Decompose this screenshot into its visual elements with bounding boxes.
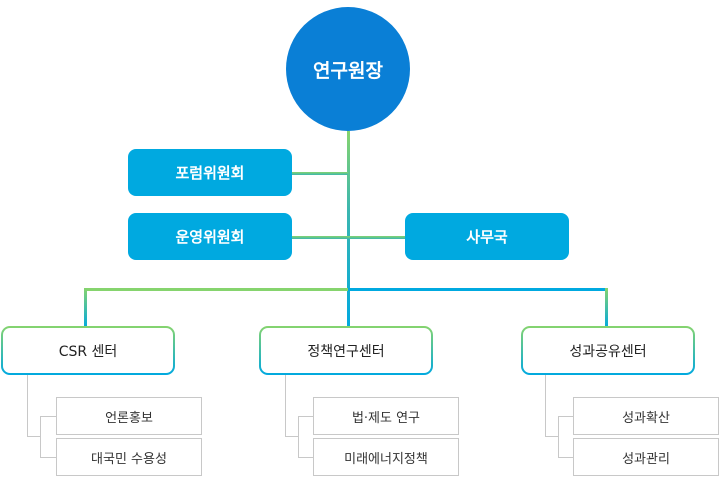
csr-center-node: CSR 센터 [1,326,175,375]
sharing-center-node: 성과공유센터 [521,326,695,375]
subtree-line-policy-2 [298,416,315,458]
drop-sharing [605,288,608,328]
drop-csr [84,288,87,328]
subtree-line-sharing-2 [558,416,575,458]
secretariat-node: 사무국 [405,213,569,260]
trunk-line-bottom [347,211,350,328]
director-node: 연구원장 [286,7,410,131]
subtree-line-csr [27,373,41,437]
sub-node-press: 언론홍보 [56,397,202,435]
trunk-line-top [347,131,350,211]
connector-forum [292,172,348,175]
subtree-line-sharing [545,373,559,437]
horizontal-bus-right [348,288,608,291]
subtree-line-csr-2 [40,416,57,458]
operation-committee-node: 운영위원회 [128,213,292,260]
connector-operation [292,236,406,239]
sub-node-management: 성과관리 [573,438,719,476]
horizontal-bus-left [84,288,348,291]
sub-node-law-research: 법·제도 연구 [313,397,459,435]
subtree-line-policy [285,373,299,437]
sub-node-public-acceptance: 대국민 수용성 [56,438,202,476]
sub-node-future-energy: 미래에너지정책 [313,438,459,476]
policy-center-node: 정책연구센터 [259,326,433,375]
forum-committee-node: 포럼위원회 [128,149,292,196]
sub-node-diffusion: 성과확산 [573,397,719,435]
